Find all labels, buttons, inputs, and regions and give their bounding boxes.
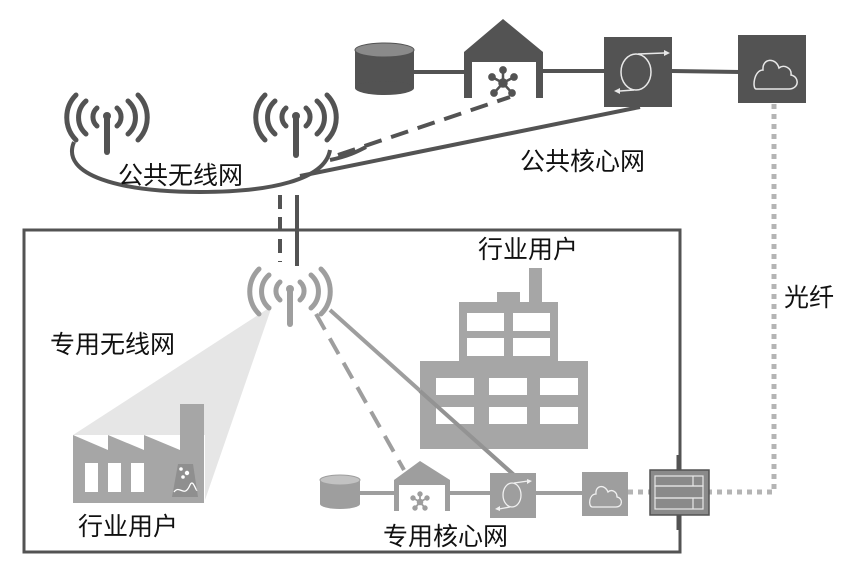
antenna-to-private-hub-link: [314, 313, 406, 471]
public-wireless-loop: [70, 141, 332, 195]
private-network-frame: [22, 228, 682, 554]
fiber-link: [708, 104, 777, 495]
factory-icon[interactable]: [73, 404, 204, 503]
public-wireless-loop-tail: [329, 145, 367, 162]
public-core-label: 公共核心网: [520, 147, 645, 176]
public-cloud-icon[interactable]: [738, 35, 806, 103]
industry-user-building-label: 行业用户: [478, 235, 578, 264]
public-wireless-to-router-link: [299, 105, 641, 178]
public-database-icon[interactable]: [354, 42, 415, 95]
router-to-cloud-link: [671, 69, 741, 74]
firewall-icon[interactable]: [649, 469, 710, 516]
public-wireless-to-hub-link: [337, 95, 511, 157]
industry-user-factory-label: 行业用户: [78, 512, 178, 541]
public-router-icon[interactable]: [604, 37, 672, 107]
coverage-beam: [73, 306, 272, 500]
private-cloud-icon[interactable]: [582, 472, 628, 516]
antenna-to-private-router-link-overlay: [418, 389, 516, 477]
public-links: [299, 69, 741, 178]
private-hub-star-icon: [410, 491, 430, 511]
public-network-hub-icon[interactable]: [464, 19, 543, 98]
public-antenna-icon-1[interactable]: [64, 92, 150, 155]
private-wireless-label: 专用无线网: [50, 330, 175, 359]
private-database-icon[interactable]: [319, 474, 361, 509]
private-router-icon[interactable]: [490, 473, 536, 518]
office-building-icon[interactable]: [420, 268, 588, 449]
hub-star-icon: [488, 66, 518, 97]
public-antenna-icon-2[interactable]: [253, 92, 339, 158]
private-core-label: 专用核心网: [383, 522, 508, 551]
fiber-label: 光纤: [784, 283, 834, 312]
cooling-tower-icon: [172, 464, 198, 497]
private-network-hub-icon[interactable]: [394, 461, 450, 511]
public-wireless-label: 公共无线网: [118, 161, 243, 190]
private-antenna-icon[interactable]: [247, 266, 333, 327]
building-windows: [436, 313, 578, 424]
